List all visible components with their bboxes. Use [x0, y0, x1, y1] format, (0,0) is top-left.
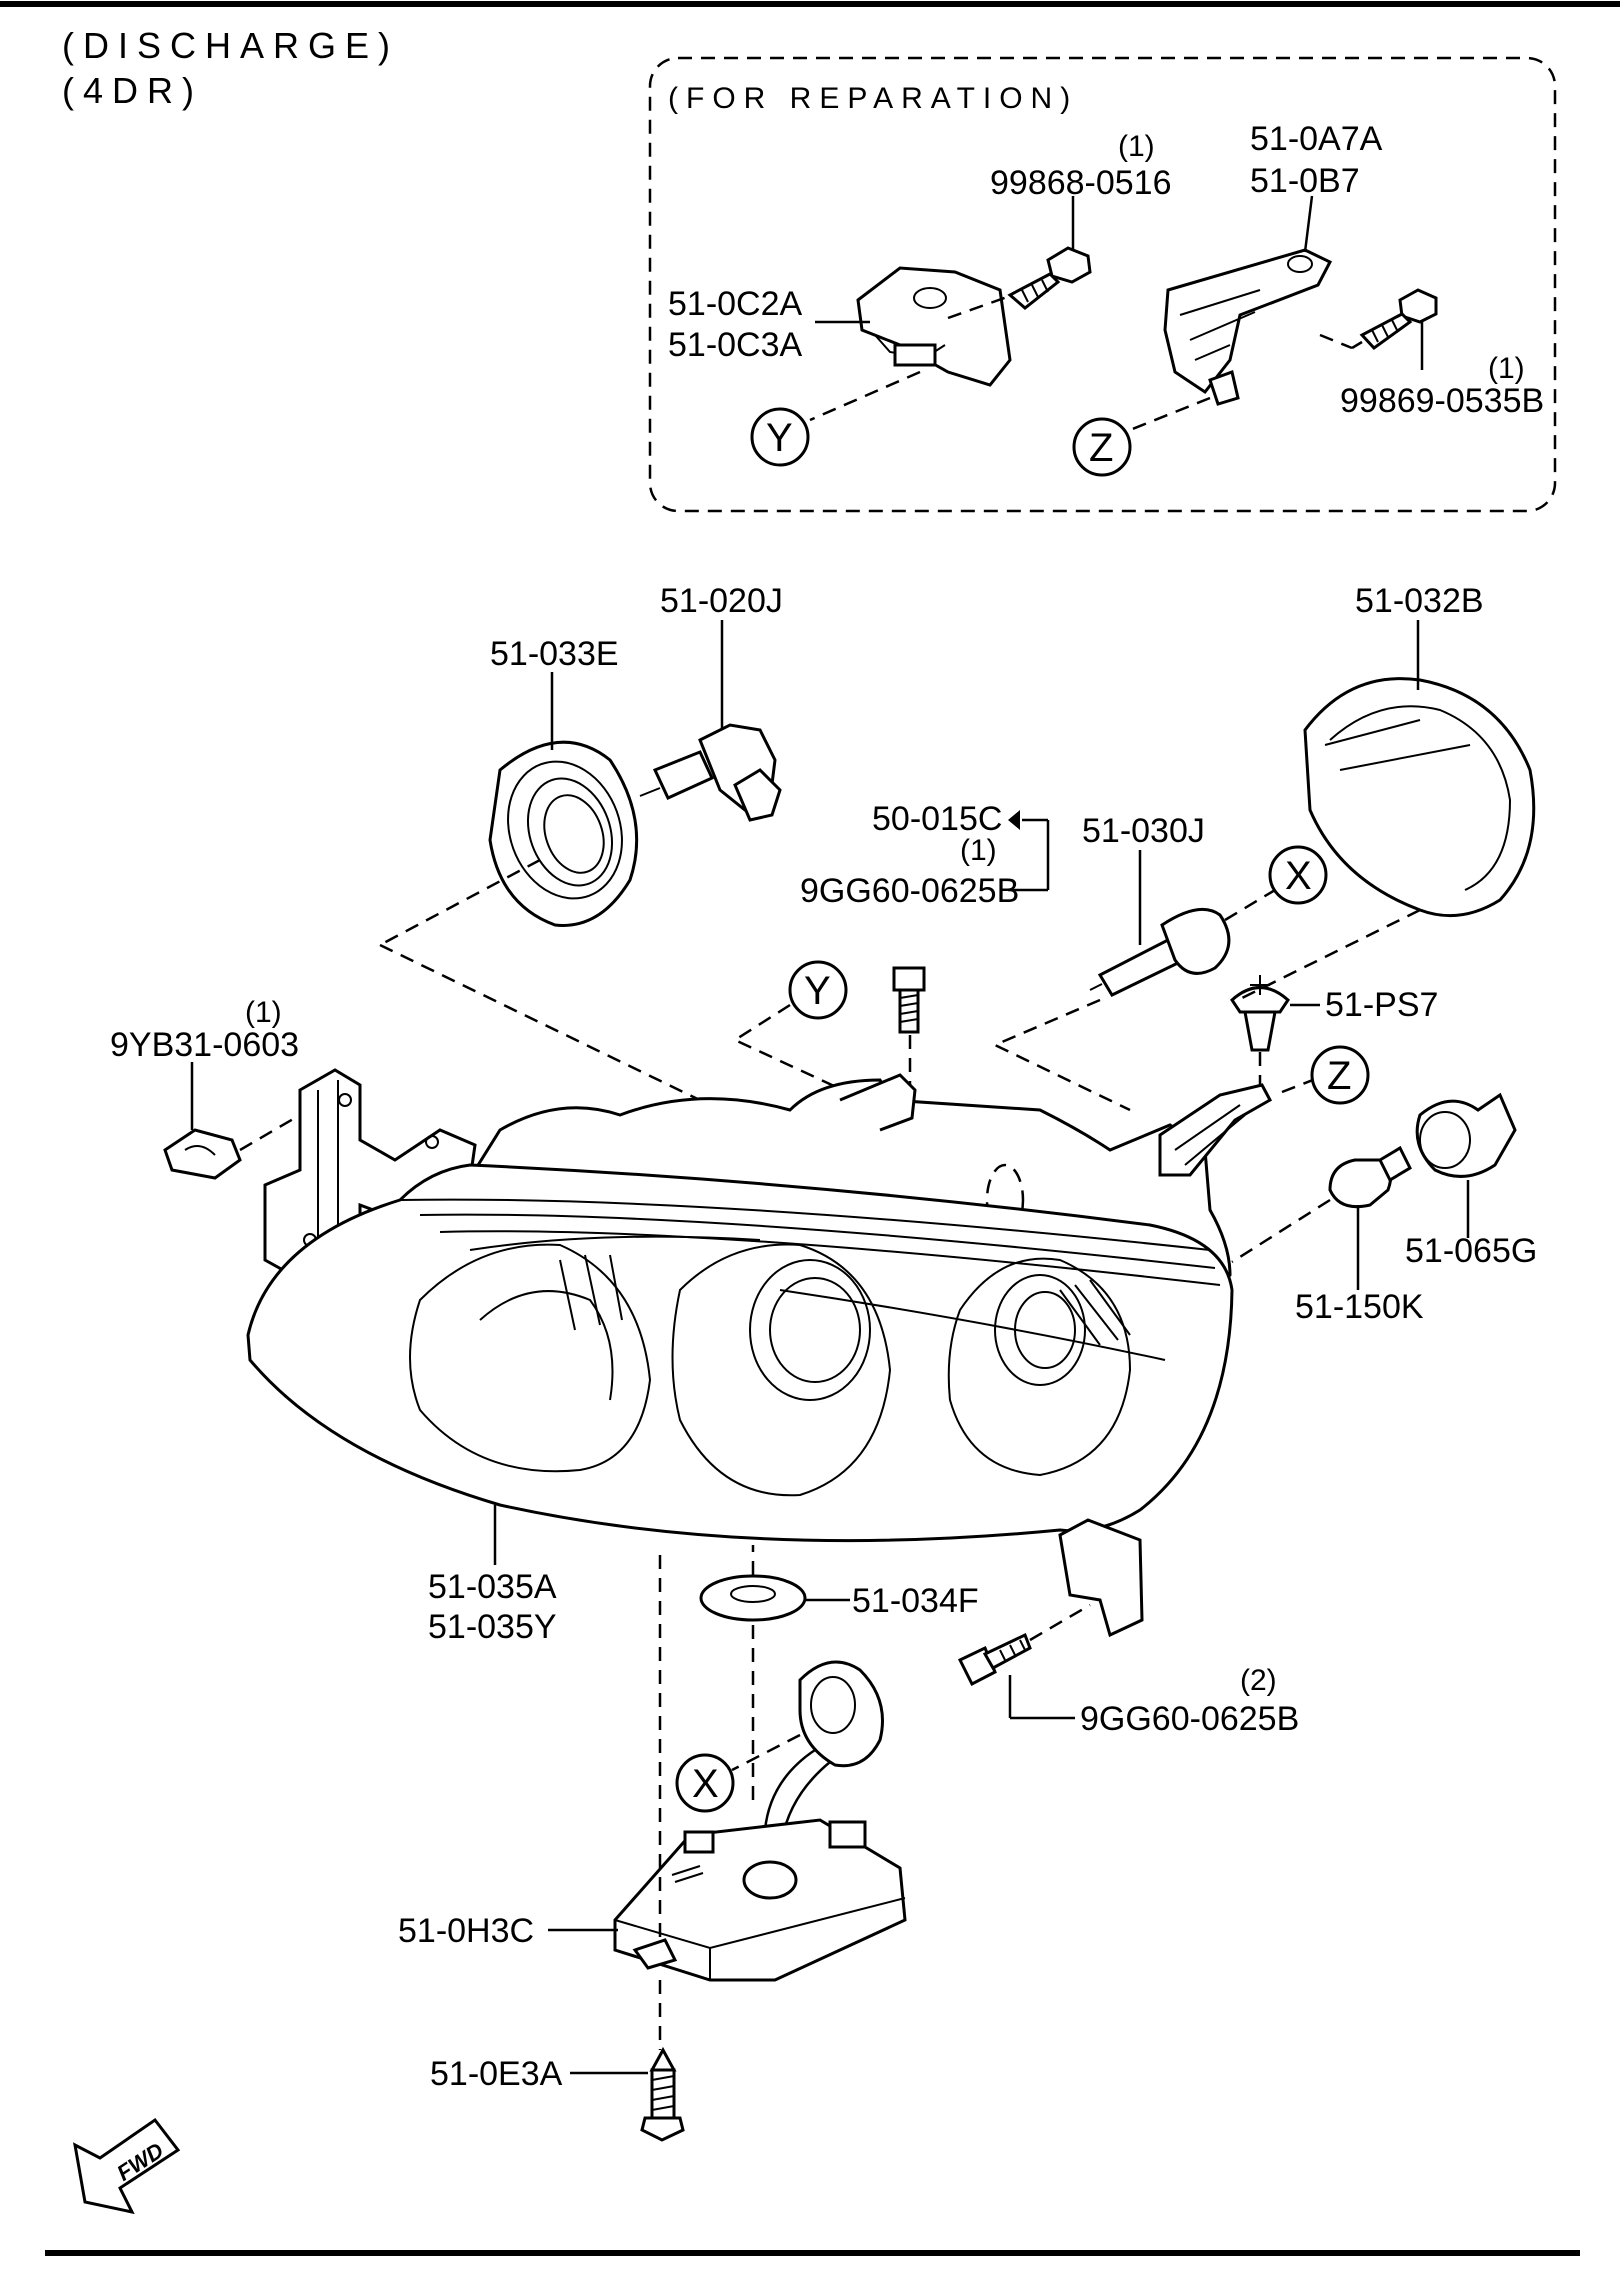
fwd-arrow-icon: FWD: [72, 2117, 181, 2215]
reparation-inset-box: [648, 56, 1557, 513]
screw-99868-label: 99868-0516: [990, 164, 1172, 202]
marker-z-main: [1310, 1045, 1370, 1105]
headlamp-assembly-drawing: [246, 1073, 1273, 1638]
bulb-150k-label: 51-150K: [1295, 1288, 1424, 1326]
clip-9yb31-drawing: [163, 1128, 242, 1180]
dust-cap-032b-label: 51-032B: [1355, 582, 1484, 620]
screw-99869-qty: (1): [1488, 352, 1525, 385]
label-50-015c: 50-015C: [872, 800, 1002, 838]
bracket-0a7a-drawing: [1163, 248, 1333, 406]
headlamp-label-035y: 51-035Y: [428, 1608, 557, 1646]
bracket-0c2a-drawing: [856, 266, 1012, 387]
socket-065g-label: 51-065G: [1405, 1232, 1537, 1270]
bracket-0c3a-label: 51-0C3A: [668, 326, 803, 364]
diagram-title: (DISCHARGE): [62, 25, 399, 66]
svg-text:X: X: [1285, 854, 1312, 898]
dust-cap-033e-label: 51-033E: [490, 635, 619, 673]
screw-99868-qty: (1): [1118, 130, 1155, 163]
bulb-150k-drawing: [1328, 1145, 1412, 1209]
bulb-030j-drawing: [1089, 907, 1231, 997]
svg-text:Y: Y: [804, 969, 831, 1013]
socket-065g-drawing: [1415, 1092, 1517, 1178]
marker-y-main: [788, 960, 848, 1020]
bolt-bottom-qty: (2): [1240, 1664, 1277, 1697]
svg-text:Z: Z: [1327, 1054, 1351, 1098]
clip-9yb31-qty: (1): [245, 996, 282, 1029]
svg-text:Z: Z: [1089, 426, 1113, 470]
reparation-inset-title: (FOR REPARATION): [668, 82, 1078, 115]
dust-cap-033e-drawing: [488, 740, 639, 927]
marker-x-bottom: [675, 1753, 735, 1813]
bracket-0c2a-label: 51-0C2A: [668, 285, 803, 323]
svg-text:X: X: [692, 1762, 719, 1806]
marker-y-inset: [750, 407, 810, 467]
screw-0e3a-label: 51-0E3A: [430, 2055, 563, 2093]
screw-99869-drawing: [1359, 288, 1438, 350]
seal-034f-drawing: [699, 1574, 807, 1622]
bracket-0a7a-label: 51-0A7A: [1250, 120, 1383, 158]
ballast-0h3c-label: 51-0H3C: [398, 1912, 534, 1950]
screw-99869-label: 99869-0535B: [1340, 382, 1544, 420]
ballast-0h3c-drawing: [613, 1818, 907, 1982]
bolt-top-label: 9GG60-0625B: [800, 872, 1019, 910]
bolt-bottom-label: 9GG60-0625B: [1080, 1700, 1299, 1738]
arrow-50-015c: [1008, 810, 1020, 830]
marker-z-inset: [1072, 417, 1132, 477]
headlamp-label-035a: 51-035A: [428, 1568, 557, 1606]
bolt-top-drawing: [892, 966, 926, 1034]
diagram-subtitle: (4DR): [62, 70, 203, 111]
dust-cap-032b-drawing: [1303, 677, 1536, 918]
bulb-020j-label: 51-020J: [660, 582, 783, 620]
clip-9yb31-label: 9YB31-0603: [110, 1026, 299, 1064]
bulb-020j-drawing: [639, 723, 782, 822]
screw-0e3a-drawing: [640, 2046, 685, 2142]
marker-x-top: [1268, 845, 1328, 905]
bolt-top-qty: (1): [960, 834, 997, 867]
bracket-0b7-label: 51-0B7: [1250, 162, 1360, 200]
bulb-030j-label: 51-030J: [1082, 812, 1205, 850]
seal-034f-label: 51-034F: [852, 1582, 979, 1620]
screw-99868-drawing: [1007, 246, 1092, 310]
bracket-0a7a-leader: [1303, 195, 1314, 253]
bolt-bottom-drawing: [957, 1632, 1032, 1687]
clip-ps7-label: 51-PS7: [1325, 986, 1438, 1024]
svg-text:Y: Y: [766, 416, 793, 460]
clip-ps7-drawing: [1230, 975, 1290, 1052]
